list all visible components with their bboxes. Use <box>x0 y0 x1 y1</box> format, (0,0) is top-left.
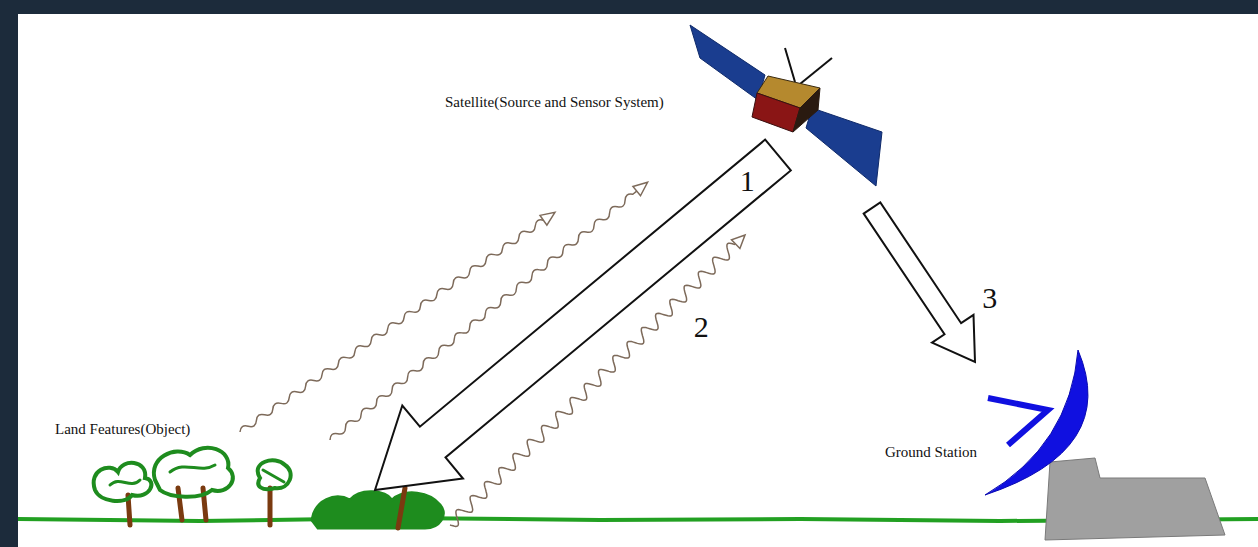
callout-number: 3 <box>980 282 999 314</box>
satellite-icon <box>690 25 882 186</box>
land-features-label: Land Features(Object) <box>55 420 190 438</box>
reflected-wave <box>450 235 745 526</box>
ground-station-label: Ground Station <box>885 443 977 461</box>
satellite-label: Satellite(Source and Sensor System) <box>445 93 664 111</box>
land-features-node: Land Features(Object) <box>80 450 460 530</box>
downlink-arrow-shape <box>864 202 975 362</box>
wave-arrowhead <box>732 235 746 248</box>
satellite-node: Satellite(Source and Sensor System) <box>440 20 890 240</box>
callout-number: 1 <box>738 165 757 197</box>
radiation-arrow <box>375 140 791 490</box>
downlink-arrow <box>864 202 975 362</box>
reflected-wave-line <box>450 243 735 526</box>
callout-number: 2 <box>692 311 711 343</box>
ground-station-icon <box>985 350 1225 540</box>
radiation-arrow-shape <box>375 140 791 490</box>
ground-station-node: Ground Station <box>880 345 1230 535</box>
